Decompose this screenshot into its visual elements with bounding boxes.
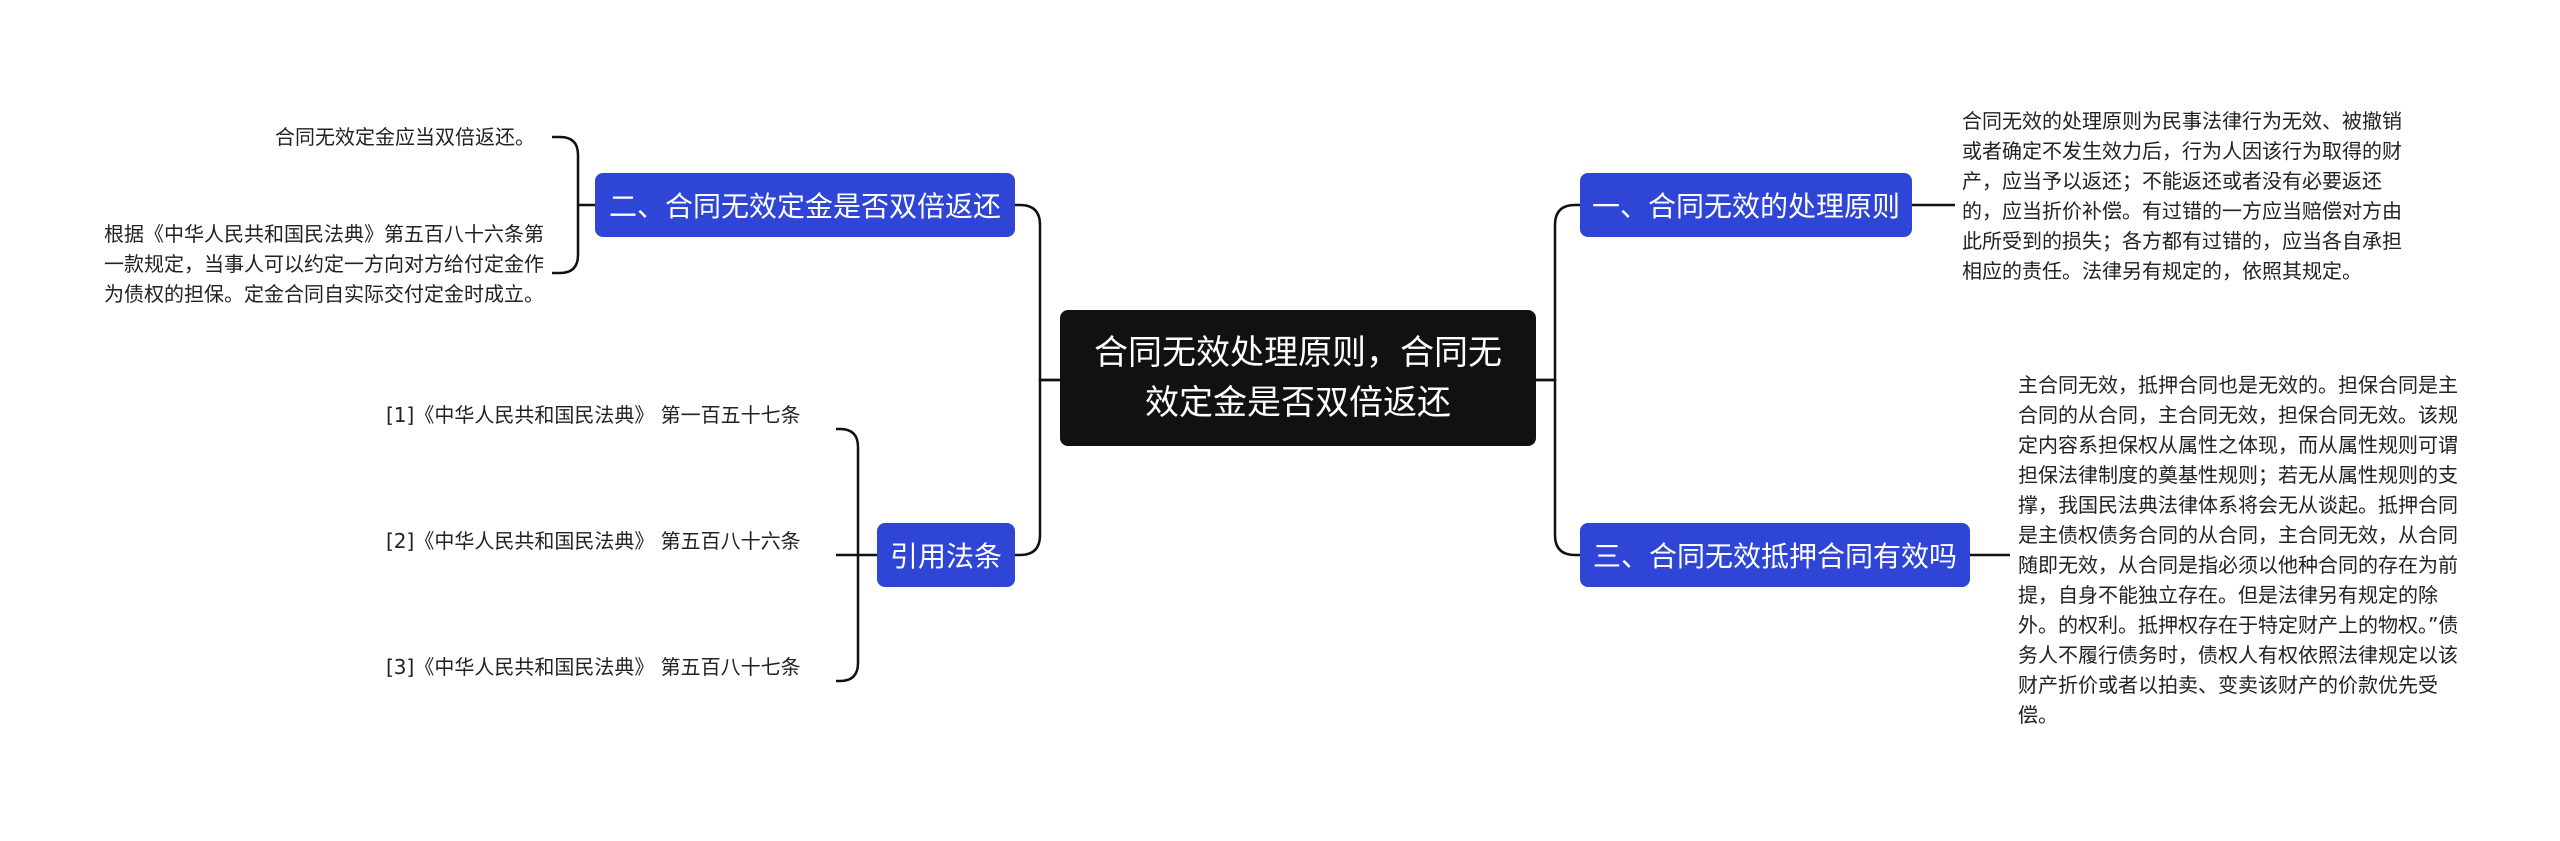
connector-root-b3 (1536, 378, 1580, 557)
branch-processing-principle[interactable]: 一、合同无效的处理原则 (1580, 173, 1912, 237)
leaf-deposit-double-return: 合同无效定金应当双倍返还。 (275, 125, 535, 149)
branch-label: 一、合同无效的处理原则 (1591, 190, 1900, 223)
connector-b4-leaves (836, 427, 877, 683)
connector-root-b4 (1015, 378, 1060, 557)
leaf-processing-principle-text: 合同无效的处理原则为民事法律行为无效、被撤销或者确定不发生效力后，行为人因该行为… (1962, 109, 2402, 283)
leaf-citation-587: [3]《中华人民共和国民法典》 第五百八十七条 (386, 655, 801, 679)
branch-label: 二、合同无效定金是否双倍返还 (608, 190, 1001, 223)
connector-root-b1 (1536, 203, 1580, 382)
branch-label: 引用法条 (889, 540, 1002, 573)
leaf-civil-code-586: 根据《中华人民共和国民法典》第五百八十六条第一款规定，当事人可以约定一方向对方给… (104, 222, 544, 306)
branch-mortgage-contract-validity[interactable]: 三、合同无效抵押合同有效吗 (1580, 523, 1970, 587)
branch-label: 三、合同无效抵押合同有效吗 (1592, 540, 1957, 573)
branch-deposit-double-return[interactable]: 二、合同无效定金是否双倍返还 (595, 173, 1015, 237)
leaf-mortgage-contract-text: 主合同无效，抵押合同也是无效的。担保合同是主合同的从合同，主合同无效，担保合同无… (2018, 373, 2459, 727)
root-title: 合同无效处理原则，合同无效定金是否双倍返还 (1094, 333, 1502, 423)
leaf-citation-586: [2]《中华人民共和国民法典》 第五百八十六条 (386, 529, 801, 553)
root-node[interactable]: 合同无效处理原则，合同无效定金是否双倍返还 (1060, 310, 1536, 446)
leaf-citation-157: [1]《中华人民共和国民法典》 第一百五十七条 (386, 403, 801, 427)
connector-root-b2 (1015, 203, 1060, 382)
connector-b2-leaves (552, 135, 595, 275)
branch-cited-laws[interactable]: 引用法条 (877, 523, 1015, 587)
